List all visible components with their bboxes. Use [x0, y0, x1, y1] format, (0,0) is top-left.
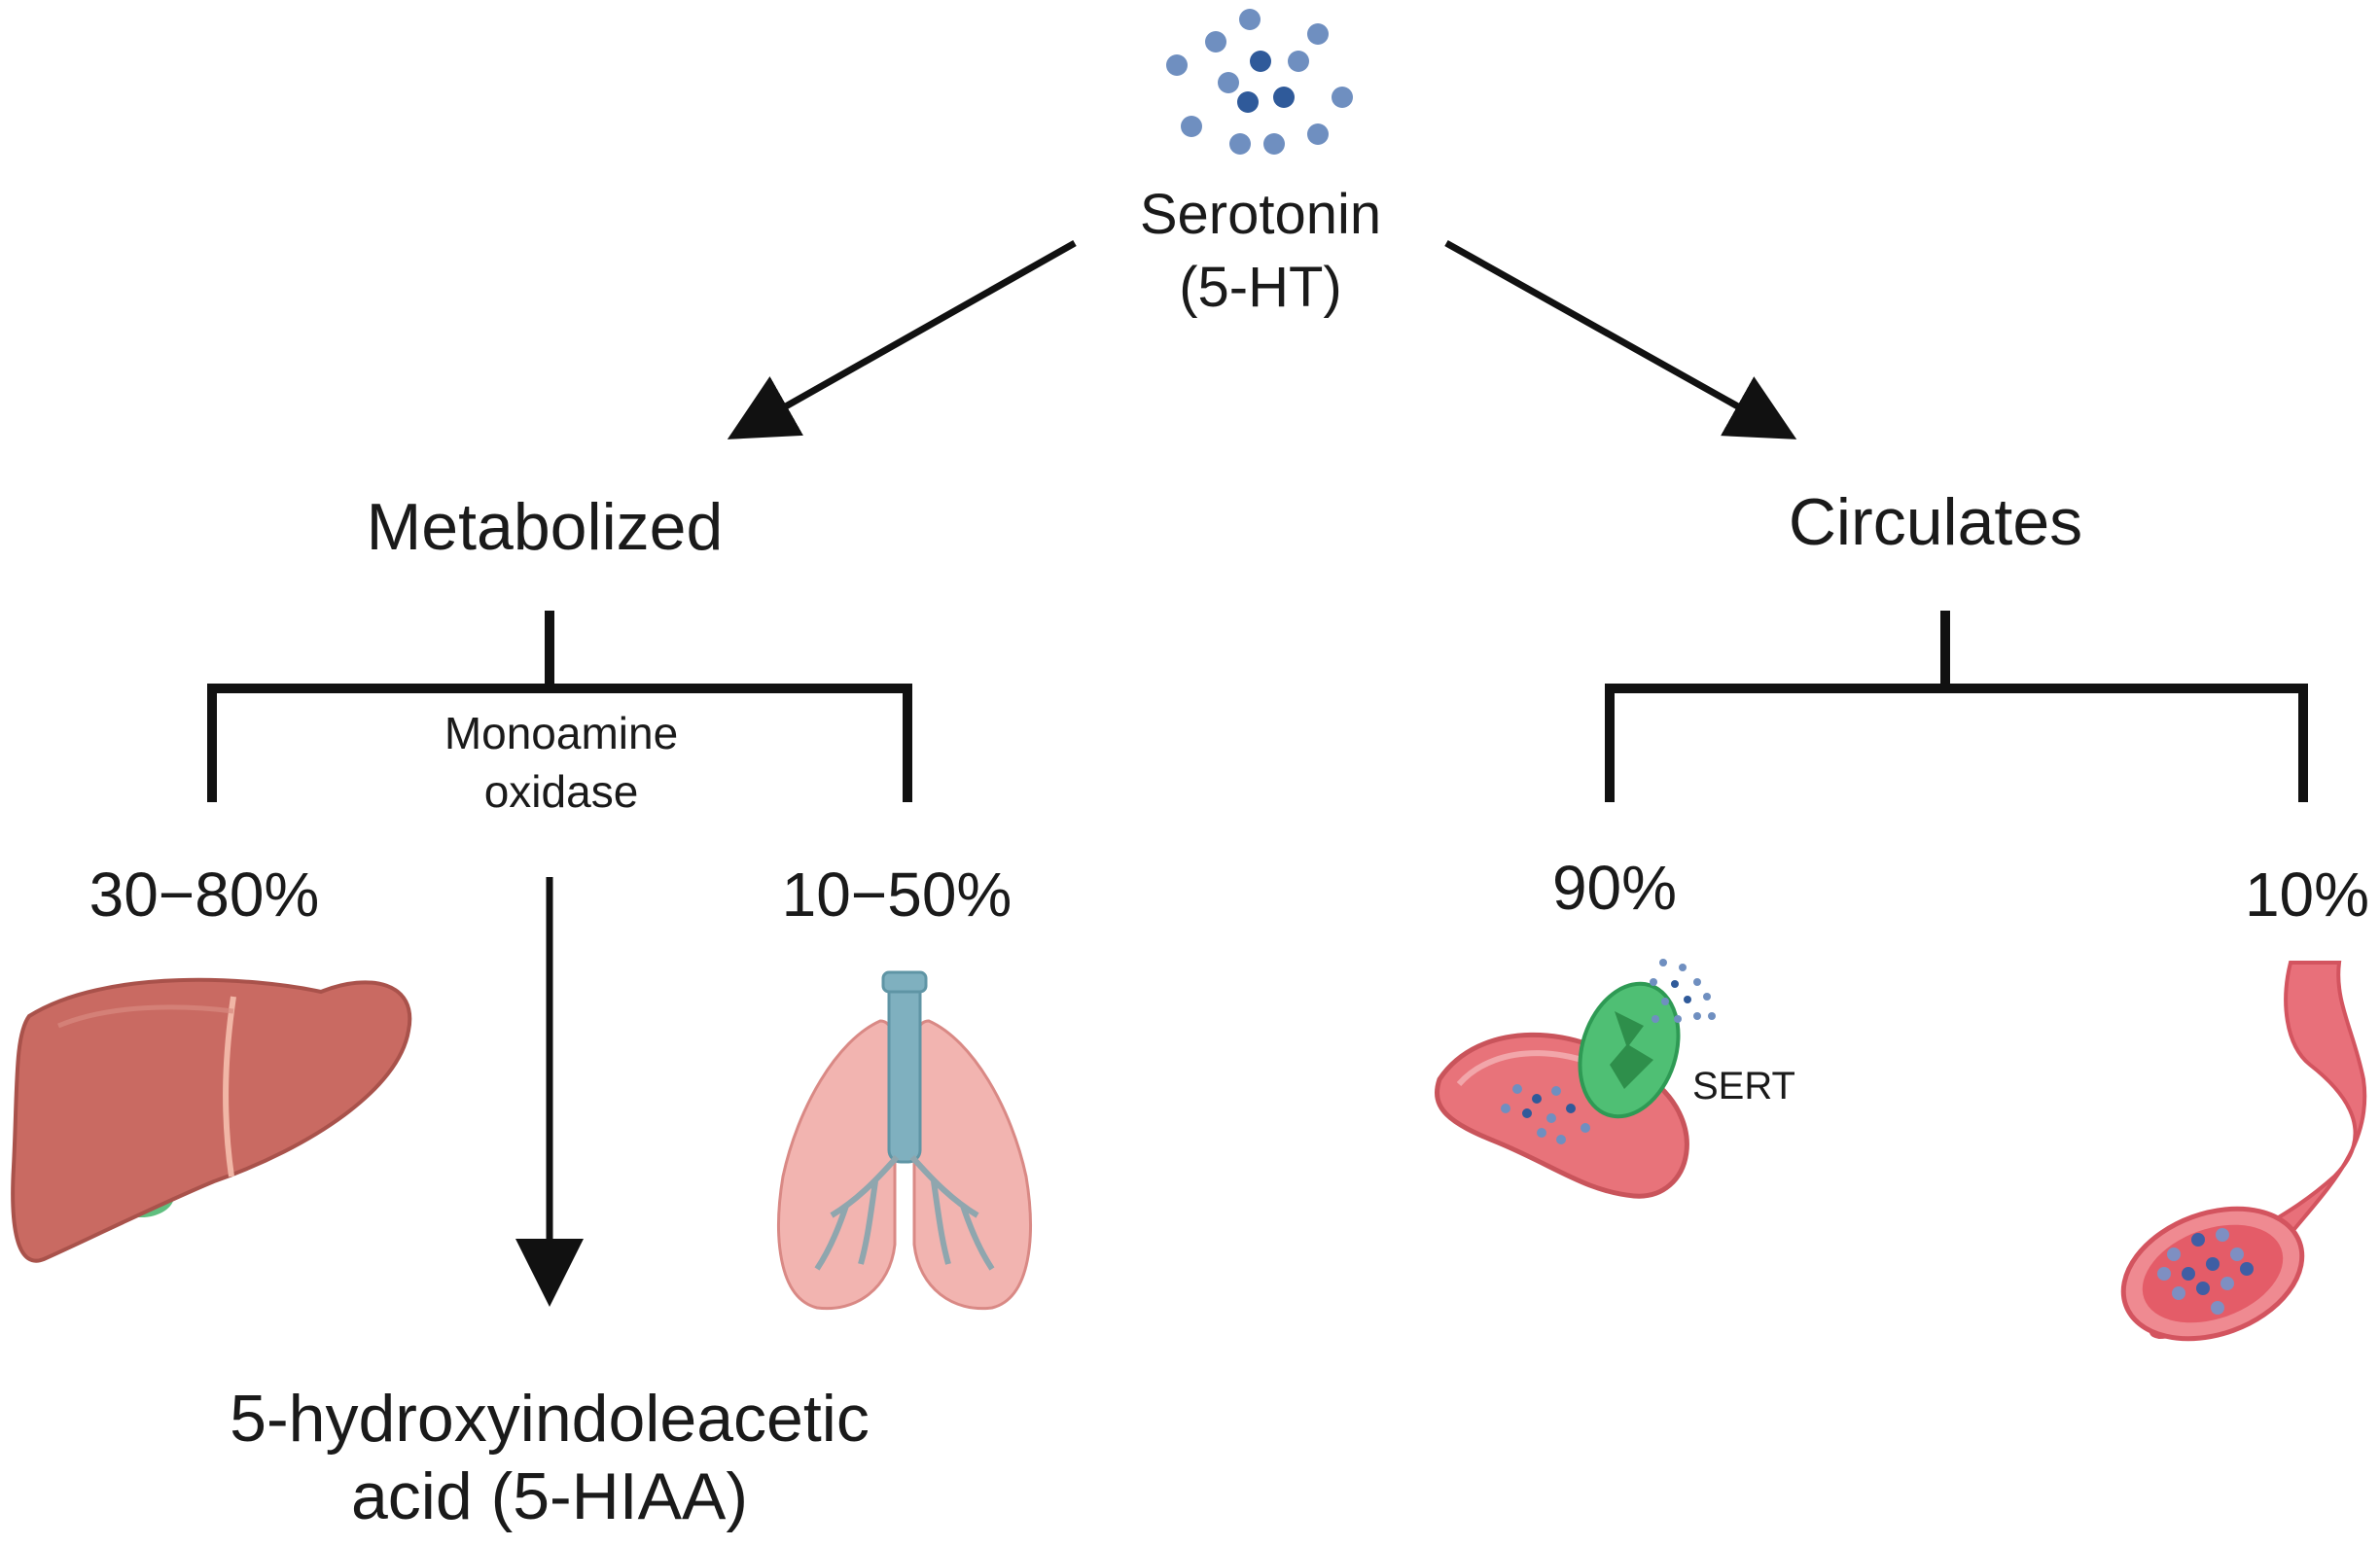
serotonin-dot	[1693, 978, 1701, 986]
serotonin-dot	[2172, 1286, 2185, 1300]
lung-percentage: 10−50%	[782, 860, 1012, 930]
serotonin-dot	[2220, 1277, 2234, 1290]
serotonin-dot	[1307, 23, 1329, 45]
product-label-line2: acid (5-HIAA)	[351, 1459, 748, 1533]
serotonin-dot	[1166, 54, 1188, 76]
serotonin-dot	[1581, 1123, 1590, 1133]
serotonin-dot	[1229, 133, 1251, 155]
serotonin-dot	[1512, 1084, 1522, 1094]
serotonin-dot	[1684, 996, 1691, 1003]
liver-icon	[11, 977, 412, 1263]
lungs-icon	[777, 970, 1032, 1311]
serotonin-dot	[1237, 91, 1259, 113]
serotonin-dot	[1661, 998, 1669, 1005]
circulates-title: Circulates	[1789, 485, 2082, 559]
metabolized-title: Metabolized	[367, 490, 724, 564]
serotonin-dot	[1652, 1015, 1659, 1023]
serotonin-dot	[1501, 1104, 1510, 1113]
enzyme-label: Monoamine	[444, 708, 678, 758]
blood-vessel-icon	[2120, 961, 2367, 1342]
serotonin-dot	[1551, 1086, 1561, 1096]
serotonin-dot	[1556, 1135, 1566, 1144]
arrow-to-metabolized	[727, 239, 1077, 439]
serotonin-dot	[1537, 1128, 1546, 1138]
serotonin-dot	[1263, 133, 1285, 155]
plasma-serotonin-dots	[2157, 1228, 2254, 1315]
serotonin-molecules-icon	[1166, 9, 1353, 155]
serotonin-dot	[1288, 51, 1309, 72]
serotonin-dot	[1532, 1094, 1542, 1104]
serotonin-dot	[1708, 1012, 1716, 1020]
serotonin-dot	[1674, 1015, 1682, 1023]
serotonin-dot	[2211, 1301, 2224, 1315]
serotonin-dot	[1659, 959, 1667, 966]
serotonin-dot	[2230, 1247, 2244, 1261]
metabolized-bracket	[207, 611, 912, 802]
liver-percentage: 30−80%	[89, 860, 320, 930]
serotonin-dot	[2191, 1233, 2205, 1247]
product-label: 5-hydroxyindoleacetic	[230, 1382, 870, 1456]
serotonin-dot	[2206, 1257, 2220, 1271]
serotonin-dot	[2167, 1247, 2181, 1261]
serotonin-dot	[1679, 964, 1687, 971]
serotonin-dot	[1181, 116, 1202, 137]
serotonin-dot	[2216, 1228, 2229, 1242]
serotonin-dot	[1250, 51, 1271, 72]
serotonin-dot	[1273, 87, 1295, 108]
serotonin-dot	[1205, 31, 1226, 53]
serotonin-abbrev-label: (5-HT)	[1179, 256, 1342, 319]
serotonin-dot	[1703, 993, 1711, 1001]
serotonin-dot	[2157, 1267, 2171, 1281]
plasma-percentage: 10%	[2245, 860, 2369, 930]
serotonin-dot	[1239, 9, 1261, 30]
serotonin-dot	[1693, 1012, 1701, 1020]
platelet-percentage: 90%	[1552, 853, 1677, 923]
sert-label: SERT	[1692, 1065, 1795, 1107]
serotonin-label: Serotonin	[1140, 183, 1381, 246]
serotonin-dot	[1307, 123, 1329, 145]
platelet-serotonin-dots	[1501, 1084, 1590, 1144]
extracellular-serotonin-dots	[1650, 959, 1716, 1023]
serotonin-dot	[1671, 980, 1679, 988]
serotonin-dot	[2182, 1267, 2195, 1281]
enzyme-label-line2: oxidase	[484, 766, 639, 817]
arrow-to-circulates	[1444, 239, 1797, 439]
serotonin-dot	[1546, 1113, 1556, 1123]
serotonin-dot	[2196, 1282, 2210, 1295]
serotonin-dot	[1566, 1104, 1576, 1113]
circulates-bracket	[1605, 611, 2308, 802]
serotonin-dot	[1332, 87, 1353, 108]
serotonin-dot	[2240, 1262, 2254, 1276]
serotonin-dot	[1650, 978, 1657, 986]
serotonin-dot	[1218, 72, 1239, 93]
serotonin-dot	[1522, 1108, 1532, 1118]
